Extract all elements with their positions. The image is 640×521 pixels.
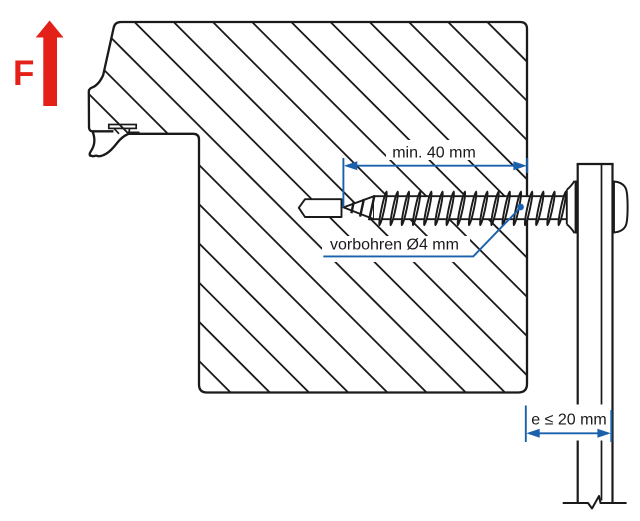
svg-text:vorbohren Ø4 mm: vorbohren Ø4 mm: [330, 237, 459, 254]
svg-text:e ≤ 20 mm: e ≤ 20 mm: [531, 412, 606, 429]
svg-text:F: F: [13, 54, 34, 93]
svg-text:min. 40 mm: min. 40 mm: [392, 145, 476, 162]
